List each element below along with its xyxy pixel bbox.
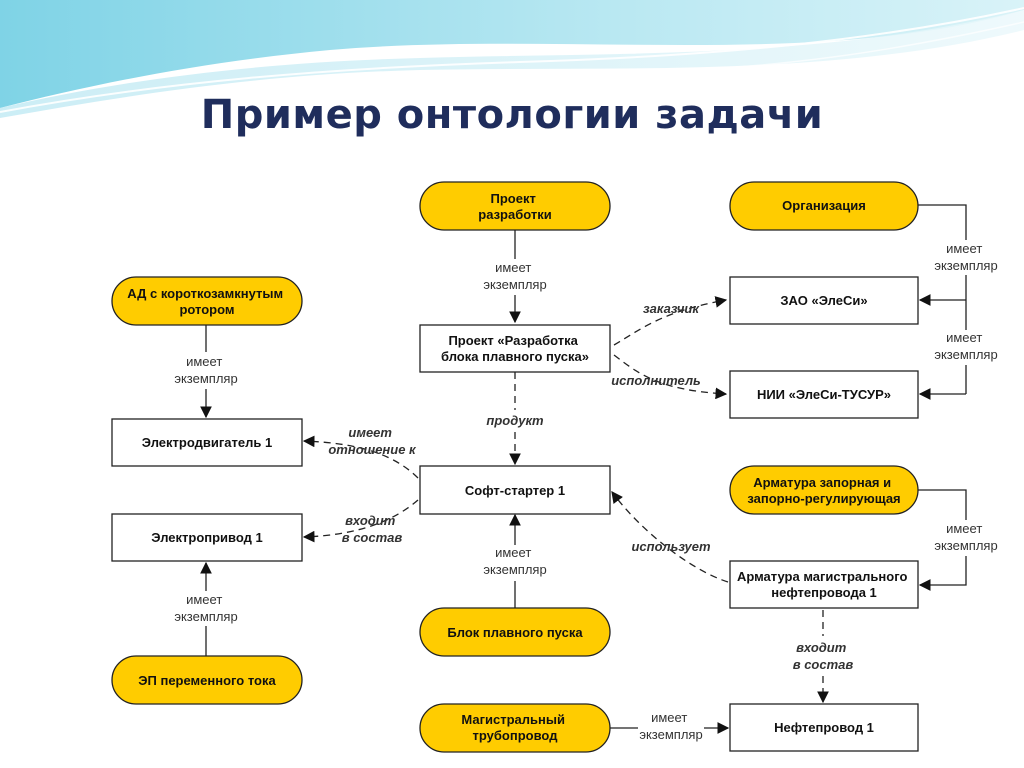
node-project-instance	[419, 324, 611, 373]
node-electric-motor	[111, 418, 303, 467]
label-relates-to: имеет отношение к	[328, 425, 417, 457]
node-oil-pipeline	[729, 703, 919, 752]
svg-text:имеет экземпляр: имеет экземпляр	[483, 545, 546, 577]
svg-text:Арматура магистрального не: Арматура магистрального нефтепровода 1	[737, 569, 911, 600]
svg-text:имеет экземпляр: имеет экземпляр	[174, 354, 237, 386]
node-nii-elesi	[729, 370, 919, 419]
page-title: Пример онтологии задачи	[200, 92, 824, 138]
svg-text:Магистральный трубопровод: Магистральный трубопровод	[461, 712, 568, 743]
svg-text:АД с короткозамкнутым рото: АД с короткозамкнутым ротором	[127, 286, 287, 317]
edge-executor	[613, 354, 728, 400]
svg-text:Электропривод 1: Электропривод 1	[151, 530, 262, 545]
label-executor: исполнитель	[611, 373, 701, 388]
svg-text:НИИ «ЭлеСи-ТУСУР»: НИИ «ЭлеСи-ТУСУР»	[757, 387, 891, 402]
svg-text:имеет экземпляр: имеет экземпляр	[639, 710, 702, 742]
edge-organization-instances	[918, 204, 967, 240]
decorative-waves	[0, 0, 1024, 123]
label-product: продукт	[486, 413, 544, 428]
svg-text:Электродвигатель 1: Электродвигатель 1	[142, 435, 272, 450]
node-development-project	[419, 181, 611, 231]
node-valve-class	[729, 465, 919, 515]
node-electric-drive	[111, 513, 303, 562]
svg-text:Проект «Разработка блока п: Проект «Разработка блока плавного пуска»	[441, 333, 589, 364]
svg-text:Нефтепровод 1: Нефтепровод 1	[774, 720, 874, 735]
svg-text:имеет экземпляр: имеет экземпляр	[934, 241, 997, 273]
edge-customer	[613, 296, 728, 346]
node-valve-instance	[729, 560, 919, 609]
edge-uses	[611, 491, 729, 583]
svg-text:Организация: Организация	[782, 198, 866, 213]
edge-part-of-drive	[302, 499, 419, 543]
svg-text:имеет экземпляр: имеет экземпляр	[934, 330, 997, 362]
node-zao-elesi	[729, 276, 919, 325]
svg-text:имеет экземпляр: имеет экземпляр	[934, 521, 997, 553]
node-trunk-pipeline	[419, 703, 611, 753]
node-soft-start-unit	[419, 607, 611, 657]
svg-text:имеет экземпляр: имеет экземпляр	[174, 592, 237, 624]
node-soft-starter	[419, 465, 611, 515]
svg-text:Блок плавного пуска: Блок плавного пуска	[447, 625, 583, 640]
label-part-of-right: входит в состав	[793, 640, 854, 672]
label-part-of-left: входит в состав	[342, 513, 403, 545]
node-squirrel-cage-motor	[111, 276, 303, 326]
label-uses: использует	[631, 539, 710, 554]
svg-text:ЗАО «ЭлеСи»: ЗАО «ЭлеСи»	[780, 293, 867, 308]
label-customer: заказчик	[643, 301, 700, 316]
edge-relates-to	[302, 435, 419, 479]
svg-text:ЭП переменного тока: ЭП переменного тока	[138, 673, 276, 688]
svg-text:Проект разработки: Проект разработки	[478, 191, 551, 222]
node-organization	[729, 181, 919, 231]
svg-text:Софт-стартер 1: Софт-стартер 1	[465, 483, 565, 498]
edge-valve-instance	[918, 489, 967, 520]
node-ac-drive	[111, 655, 303, 705]
svg-text:имеет экземпляр: имеет экземпляр	[483, 260, 546, 292]
svg-text:Арматура запорная и запорн: Арматура запорная и запорно-регулирующая	[747, 475, 900, 506]
